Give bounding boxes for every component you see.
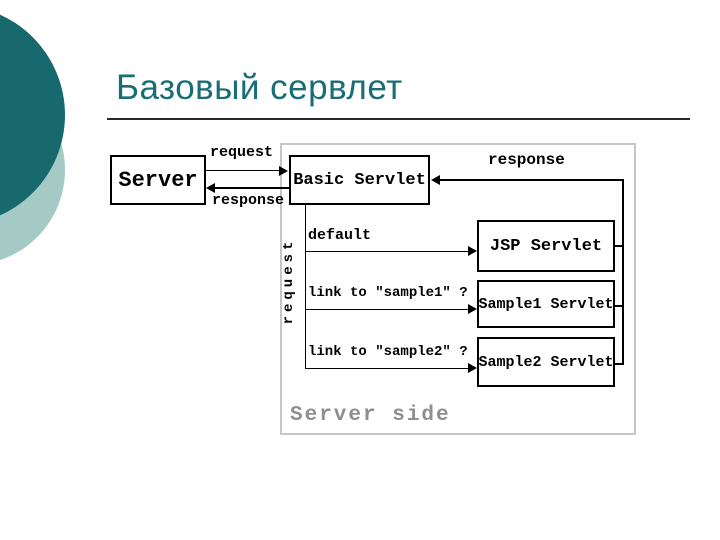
sample2-servlet-node-label: Sample2 Servlet bbox=[478, 353, 614, 371]
default-label: default bbox=[308, 227, 372, 244]
response-to-basic-arrowhead bbox=[431, 175, 440, 185]
server-side-label: Server side bbox=[290, 404, 451, 427]
jsp-bus-connector bbox=[615, 245, 624, 247]
slide-title: Базовый сервлет bbox=[116, 68, 403, 107]
response-to-basic-line bbox=[440, 179, 624, 181]
sample2-servlet-node-box: Sample2 Servlet bbox=[477, 337, 615, 387]
sample2-arrow-line bbox=[305, 368, 468, 369]
default-arrowhead bbox=[468, 246, 477, 256]
link-sample2-label: link to "sample2" ? bbox=[308, 344, 468, 360]
basic-servlet-node-label: Basic Servlet bbox=[293, 170, 426, 190]
request-label: request bbox=[210, 144, 274, 161]
sample1-arrow-line bbox=[305, 309, 468, 310]
sample1-servlet-node-label: Sample1 Servlet bbox=[478, 295, 614, 313]
response-to-server-line bbox=[215, 187, 289, 189]
sample2-arrowhead bbox=[468, 363, 477, 373]
sample1-arrowhead bbox=[468, 304, 477, 314]
request-vertical-label: request bbox=[281, 237, 297, 325]
title-underline bbox=[107, 118, 690, 120]
jsp-servlet-node-label: JSP Servlet bbox=[489, 236, 603, 256]
jsp-servlet-node-box: JSP Servlet bbox=[477, 220, 615, 272]
basic-servlet-node-box: Basic Servlet bbox=[289, 155, 430, 205]
basic-servlet-drop-line bbox=[305, 205, 306, 369]
response-bus-line bbox=[622, 179, 624, 365]
default-arrow-line bbox=[305, 251, 468, 252]
request-arrow-line bbox=[206, 170, 280, 171]
response-right-label: response bbox=[488, 151, 565, 169]
server-node-box: Server bbox=[110, 155, 206, 205]
response-left-label: response bbox=[212, 192, 285, 209]
response-to-server-arrowhead bbox=[206, 183, 215, 193]
sample2-bus-connector bbox=[615, 363, 624, 365]
request-arrowhead bbox=[279, 166, 288, 176]
sample1-servlet-node-box: Sample1 Servlet bbox=[477, 280, 615, 328]
sample1-bus-connector bbox=[615, 305, 624, 307]
link-sample1-label: link to "sample1" ? bbox=[308, 285, 468, 301]
server-node-label: Server bbox=[118, 167, 198, 193]
